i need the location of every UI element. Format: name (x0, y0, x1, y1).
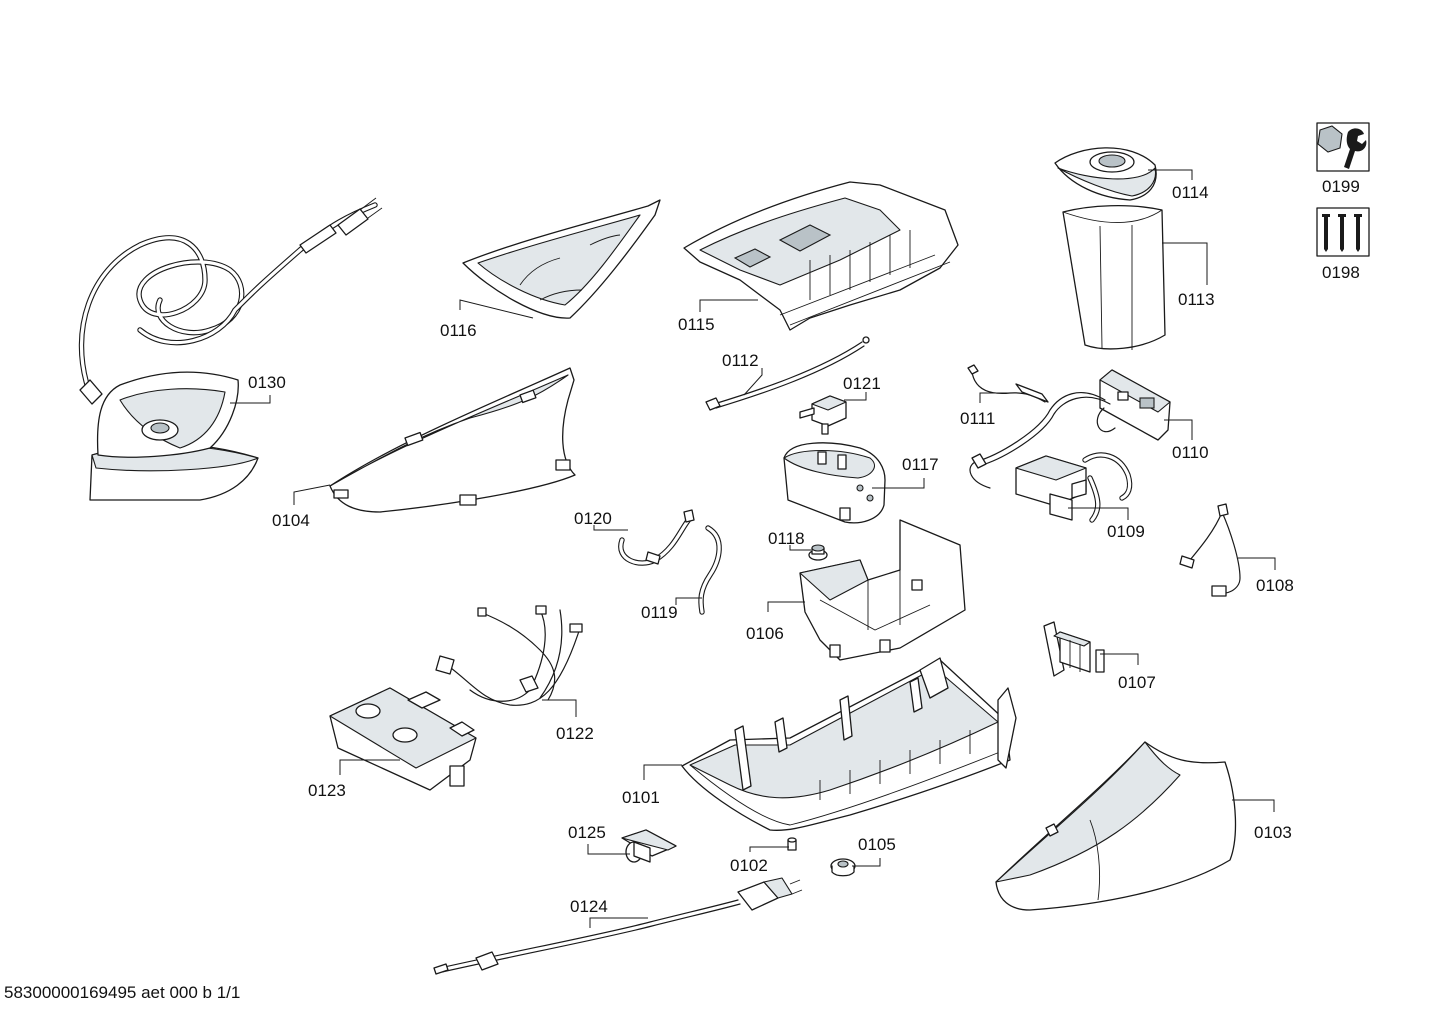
label-0114: 0114 (1172, 183, 1209, 202)
part-0122-wiring-harness (435, 605, 583, 717)
label-0106: 0106 (746, 624, 784, 643)
label-0105: 0105 (858, 835, 896, 854)
part-0110-control-board (969, 369, 1193, 489)
part-0130-iron (78, 197, 383, 501)
label-0108: 0108 (1256, 576, 1294, 595)
part-0106-inner-frame (767, 519, 966, 661)
part-0125-clip (587, 829, 677, 863)
label-0119: 0119 (641, 603, 678, 622)
label-0199: 0199 (1322, 177, 1360, 196)
part-0119-curved-hose (675, 525, 722, 615)
label-0104: 0104 (272, 511, 310, 530)
label-0121: 0121 (843, 374, 881, 393)
label-0118: 0118 (768, 529, 805, 548)
part-0199-wrench-nut-icon (1316, 122, 1370, 172)
part-0114-tank-lid (1054, 147, 1193, 201)
label-0110: 0110 (1172, 443, 1209, 462)
label-0111: 0111 (960, 409, 995, 428)
label-0116: 0116 (440, 321, 477, 340)
part-0109-pump (1015, 452, 1133, 523)
label-0107: 0107 (1118, 673, 1156, 692)
part-0115-housing-frame (683, 181, 959, 331)
label-0122: 0122 (556, 724, 594, 743)
part-0104-side-cover (293, 367, 576, 513)
label-0103: 0103 (1254, 823, 1292, 842)
part-0124-power-cord (433, 877, 803, 975)
part-0105-knob (830, 858, 881, 877)
label-0117: 0117 (902, 455, 939, 474)
label-0123: 0123 (308, 781, 346, 800)
part-0123-control-panel (329, 687, 477, 791)
part-0113-water-tank (1062, 205, 1208, 350)
label-0198: 0198 (1322, 263, 1360, 282)
part-0112-ground-wire (705, 336, 870, 411)
part-0102-foot (749, 837, 797, 852)
part-0121-valve (799, 392, 867, 435)
part-0103-rear-cover (995, 741, 1275, 911)
label-0113: 0113 (1178, 290, 1215, 309)
label-0112: 0112 (722, 351, 759, 370)
part-0198-screws-icon (1316, 207, 1370, 257)
part-0118-bushing (789, 544, 828, 561)
part-0108-cable (1179, 503, 1276, 597)
label-0130: 0130 (248, 373, 286, 392)
label-0115: 0115 (678, 315, 715, 334)
part-0107-bracket (1043, 621, 1139, 677)
document-footer: 58300000169495 aet 000 b 1/1 (4, 983, 240, 1002)
label-0124: 0124 (570, 897, 608, 916)
part-0116-soleplate-tray (459, 199, 661, 319)
label-0109: 0109 (1107, 522, 1145, 541)
label-0102: 0102 (730, 856, 768, 875)
part-0111-sensor-cable (967, 364, 1049, 403)
part-0101-base-housing (643, 657, 1017, 831)
label-0101: 0101 (622, 788, 660, 807)
label-0120: 0120 (574, 509, 612, 528)
part-0120-hose (593, 509, 695, 566)
part-0117-boiler (783, 442, 925, 524)
label-0125: 0125 (568, 823, 606, 842)
